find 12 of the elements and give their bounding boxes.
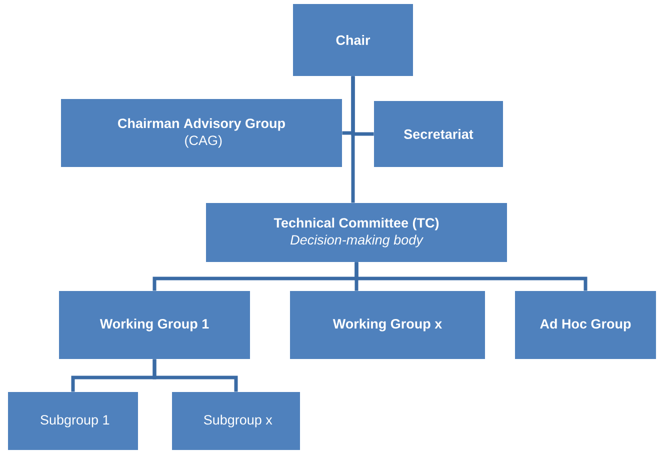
connector-line [354,262,588,291]
org-box: Subgroup 1 [8,392,138,450]
org-box: Working Group x [290,291,485,359]
org-box: Subgroup x [172,392,300,450]
org-box: Secretariat [374,101,503,167]
org-box: Ad Hoc Group [515,291,656,359]
org-box: Technical Committee (TC) Decision-making body [206,203,507,262]
org-box: Chair [293,4,413,76]
org-box: Chairman Advisory Group (CAG) [61,99,342,167]
connector-line [351,76,355,203]
connector-line [152,359,238,392]
org-box: Working Group 1 [59,291,250,359]
